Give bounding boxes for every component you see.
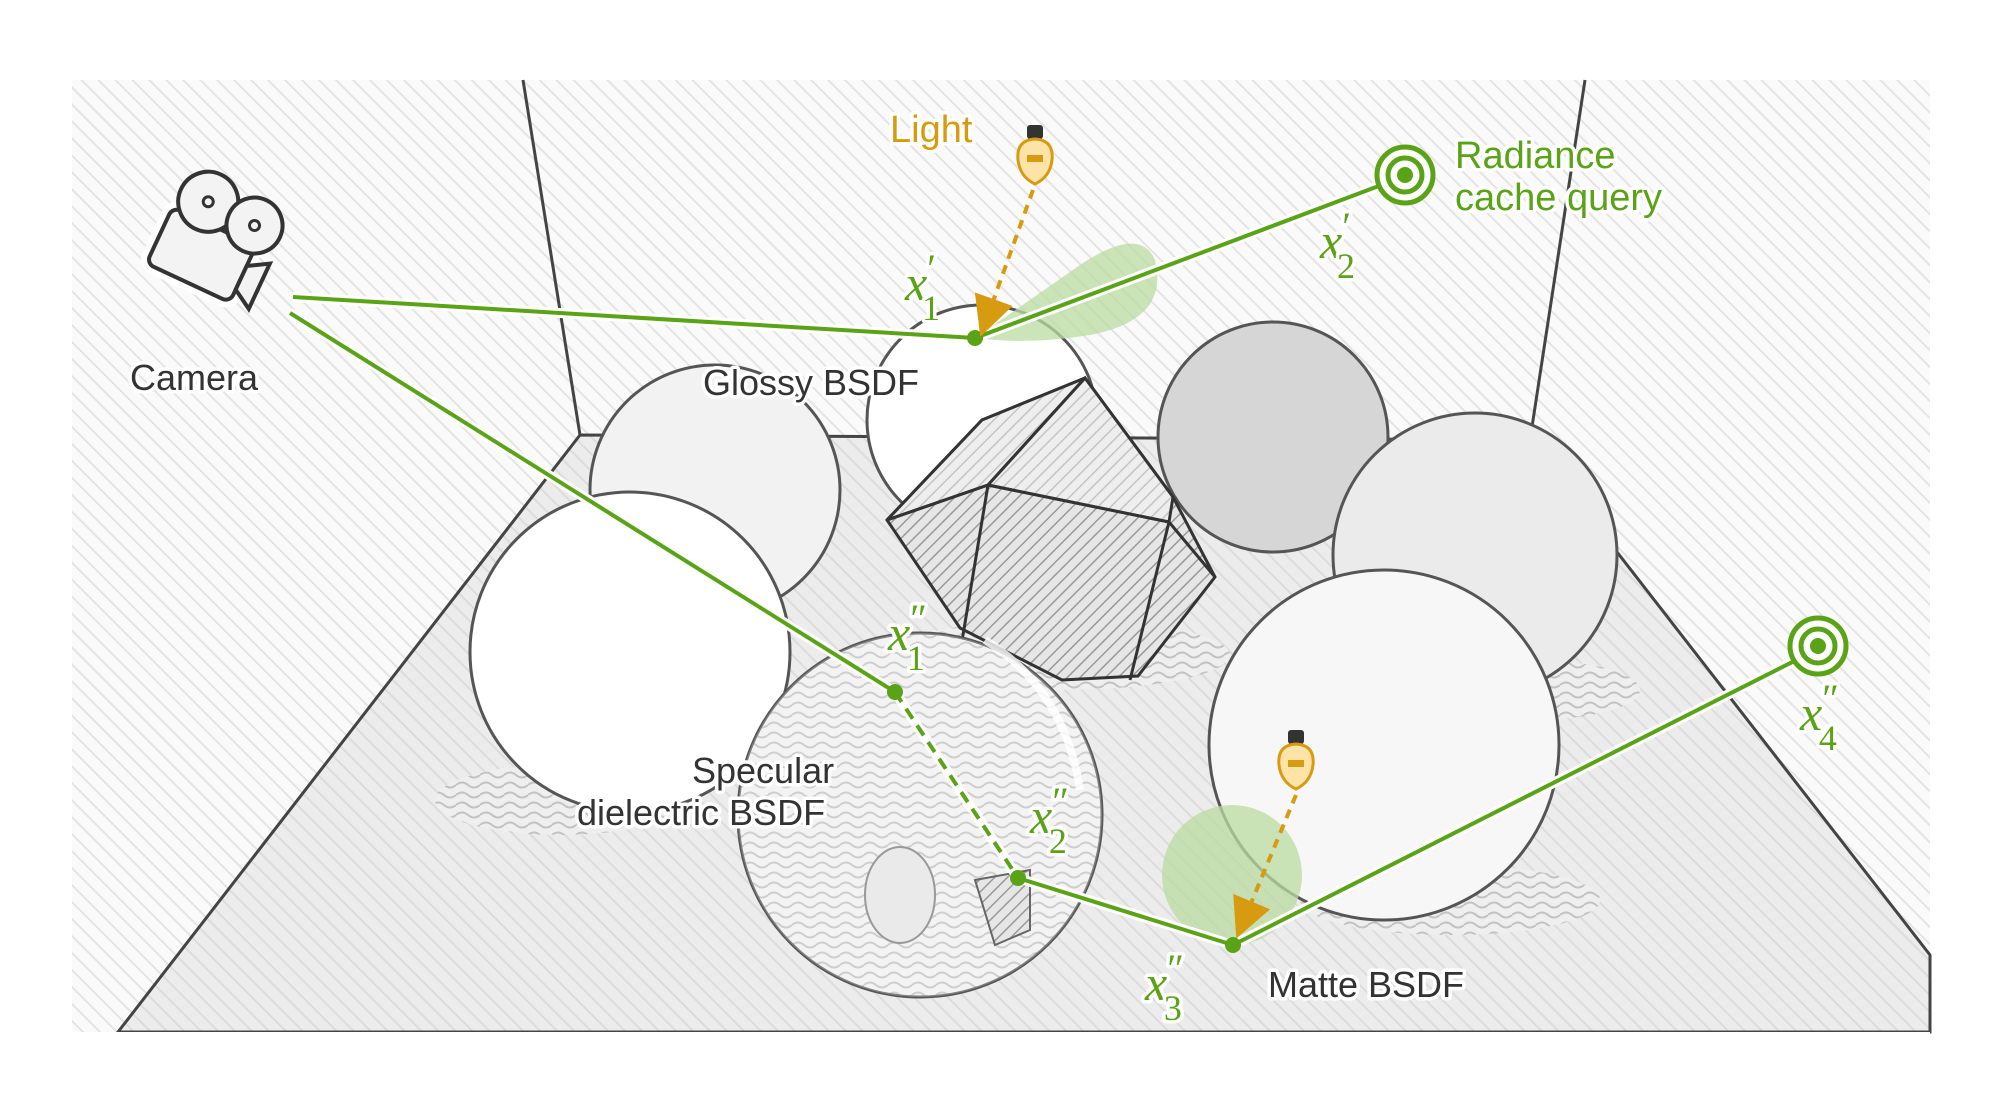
svg-text:x′2: x′2 — [1319, 204, 1355, 286]
light-ray-glossy — [974, 189, 1035, 337]
vertex-x2-double-prime — [1010, 870, 1026, 886]
vertex-label-x1-double-prime: x″1 — [884, 593, 931, 682]
target-icon — [1787, 615, 1849, 677]
svg-text:x″3: x″3 — [1144, 946, 1184, 1028]
wall-edge-right — [1528, 79, 1587, 441]
camera-path-primary — [292, 170, 1410, 346]
vertex-label-x2-double-prime: x″2 — [1026, 776, 1073, 865]
vertex-label-x3-double-prime: x″3 — [1141, 943, 1188, 1032]
light-bulb-icon — [1016, 125, 1054, 186]
specular-label-line1: Specular — [692, 750, 834, 791]
vertex-label-x4-double-prime: x″4 — [1796, 673, 1843, 762]
vertex-x1-prime — [967, 330, 983, 346]
light-label: Light — [890, 109, 973, 151]
target-icon — [1374, 144, 1436, 206]
radiance-cache-label-line1: Radiance — [1455, 135, 1616, 177]
vertex-x3-double-prime — [1225, 937, 1241, 953]
movie-camera-icon — [141, 169, 285, 313]
camera-path-secondary — [287, 308, 1823, 953]
glossy-bsdf-label: Glossy BSDF — [703, 362, 919, 403]
matte-sphere — [1207, 568, 1561, 922]
svg-text:x″4: x″4 — [1799, 676, 1839, 758]
radiance-cache-label-line2: cache query — [1455, 177, 1662, 219]
svg-text:x″2: x″2 — [1029, 779, 1069, 861]
svg-text:x″1: x″1 — [887, 596, 927, 678]
specular-dielectric-sphere — [736, 631, 1104, 999]
wall-edge-left — [521, 79, 582, 436]
sphere-dark-grey — [1156, 320, 1390, 554]
matte-bsdf-label: Matte BSDF — [1268, 964, 1464, 1005]
light-ray-matte — [1233, 794, 1298, 939]
svg-text:x′1: x′1 — [904, 246, 940, 328]
light-bulb-icon — [1277, 730, 1315, 791]
camera-label: Camera — [130, 357, 259, 398]
vertex-x1-double-prime — [887, 684, 903, 700]
specular-label-line2: dielectric BSDF — [577, 792, 825, 833]
vertex-label-x1-prime: x′1 — [901, 243, 944, 332]
vertex-label-x2-prime: x′2 — [1316, 201, 1359, 290]
icosahedron — [885, 375, 1217, 682]
